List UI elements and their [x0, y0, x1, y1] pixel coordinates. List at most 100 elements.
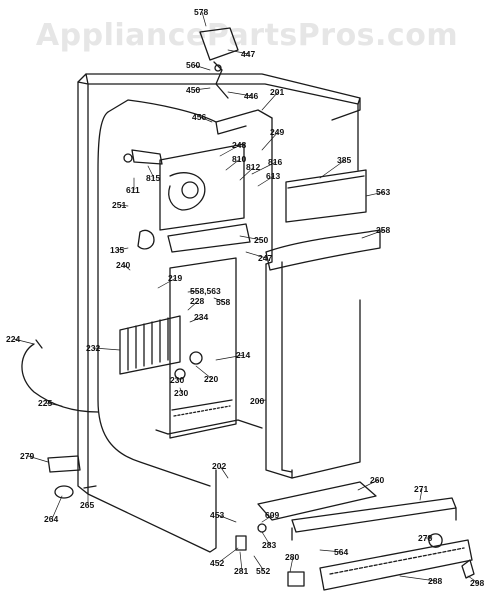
callout-leader-18 — [239, 235, 263, 241]
part-callout-label: 613 — [266, 171, 280, 181]
part-callout-label: 446 — [244, 91, 258, 101]
inner-liner — [97, 99, 361, 487]
part-callout-label: 247 — [258, 253, 272, 263]
callout-leader-12 — [239, 166, 255, 181]
part-callout-label: 552 — [256, 566, 270, 576]
callout-leader-17 — [119, 204, 129, 207]
callout-leader-38 — [357, 479, 379, 491]
part-callout-label: 200 — [250, 396, 264, 406]
part-callout-label: 815 — [146, 173, 160, 183]
callout-leader-46 — [319, 549, 343, 553]
part-callout-label: 214 — [236, 350, 250, 360]
part-callout-label: 260 — [370, 475, 384, 485]
part-callout-label: 578 — [194, 7, 208, 17]
callout-leader-22 — [123, 264, 131, 271]
part-callout-label: 452 — [210, 558, 224, 568]
part-callout-label: 232 — [86, 343, 100, 353]
part-callout-label: 563 — [376, 187, 390, 197]
part-callout-label: 201 — [270, 87, 284, 97]
part-callout-label: 816 — [268, 157, 282, 167]
base-plate — [257, 481, 377, 521]
small-hardware — [235, 523, 475, 587]
part-callout-label: 249 — [270, 127, 284, 137]
callout-leader-31 — [195, 365, 213, 380]
callout-leader-7 — [261, 131, 279, 151]
callout-leader-8 — [219, 144, 241, 157]
callout-leader-15 — [147, 165, 155, 179]
callout-leader-5 — [261, 91, 279, 111]
callout-leader-43 — [261, 514, 274, 523]
callout-leader-47 — [217, 547, 239, 564]
part-callout-label: 456 — [192, 112, 206, 122]
part-callout-label: 250 — [254, 235, 268, 245]
part-callout-label: 447 — [241, 49, 255, 59]
callout-leader-20 — [245, 251, 267, 259]
part-callout-label: 810 — [232, 154, 246, 164]
callout-leader-37 — [219, 465, 229, 479]
part-callout-label: 234 — [194, 312, 208, 322]
callout-leader-10 — [225, 158, 241, 171]
part-callout-label: 135 — [110, 245, 124, 255]
part-callout-label: 248 — [232, 140, 246, 150]
callout-leader-9 — [319, 159, 346, 179]
roller — [54, 485, 97, 499]
part-callout-label: 265 — [80, 500, 94, 510]
bracket — [47, 455, 81, 473]
callout-leader-25 — [187, 300, 199, 311]
condenser-coil — [119, 315, 203, 380]
part-callout-label: 558 — [216, 297, 230, 307]
callout-leaders — [13, 11, 479, 584]
part-callout-label: 228 — [190, 296, 204, 306]
callout-leader-48 — [239, 551, 243, 572]
part-callout-label: 564 — [334, 547, 348, 557]
part-callout-label: 558,563 — [190, 286, 221, 296]
part-callout-label: 264 — [44, 514, 58, 524]
part-callout-label: 258 — [376, 225, 390, 235]
part-callout-label: 812 — [246, 162, 260, 172]
callout-leader-11 — [251, 161, 277, 175]
callout-leader-32 — [175, 375, 179, 381]
callout-leader-21 — [117, 247, 129, 251]
callout-leader-39 — [419, 488, 423, 501]
callout-leader-33 — [179, 387, 183, 394]
part-callout-label: 450 — [186, 85, 200, 95]
part-callout-label: 251 — [112, 200, 126, 210]
callout-leader-28 — [13, 338, 35, 345]
part-callout-label: 219 — [168, 273, 182, 283]
part-callout-label: 278 — [418, 533, 432, 543]
part-callout-label: 225 — [38, 398, 52, 408]
callout-leader-13 — [257, 175, 275, 187]
callout-leader-3 — [193, 87, 211, 91]
callout-leader-2 — [193, 64, 211, 71]
callout-leader-34 — [45, 402, 63, 407]
cabinet-shell — [77, 73, 361, 553]
callout-leader-16 — [365, 191, 385, 197]
callout-leader-35 — [257, 399, 267, 402]
part-callout-label: 279 — [20, 451, 34, 461]
callout-leader-49 — [253, 555, 265, 572]
callout-leader-0 — [201, 11, 207, 27]
part-callout-label: 609 — [265, 510, 279, 520]
part-callout-label: 560 — [186, 60, 200, 70]
toe-rail — [291, 497, 457, 541]
callout-leader-44 — [261, 531, 271, 546]
air-duct — [265, 169, 381, 271]
callout-leader-36 — [27, 455, 49, 463]
callout-leader-51 — [399, 575, 437, 582]
part-callout-label: 230 — [174, 388, 188, 398]
water-line — [21, 339, 99, 413]
callout-leader-42 — [217, 514, 237, 523]
part-callout-label: 298 — [470, 578, 484, 588]
callout-leader-19 — [361, 229, 385, 239]
callout-leader-50 — [289, 556, 294, 573]
callout-leader-23 — [157, 277, 177, 289]
grille — [319, 539, 473, 591]
callout-leader-1 — [227, 49, 250, 55]
callout-leader-40 — [51, 495, 63, 520]
callout-leader-6 — [199, 116, 213, 123]
part-callout-label: 202 — [212, 461, 226, 471]
part-callout-label: 220 — [204, 374, 218, 384]
rear-panel — [169, 257, 237, 439]
